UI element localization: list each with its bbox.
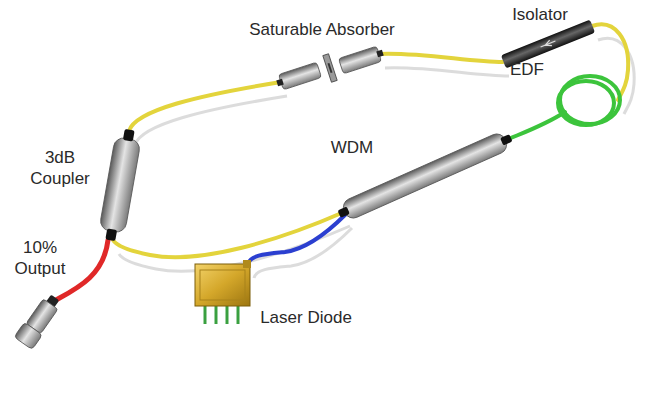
absorber-plate bbox=[323, 54, 337, 82]
part-label: EDF bbox=[510, 59, 544, 80]
part-label: Saturable Absorber bbox=[249, 19, 395, 40]
edf-coil bbox=[506, 76, 620, 140]
part-label: 3dB Coupler bbox=[25, 147, 95, 190]
fiber-connector bbox=[339, 45, 386, 74]
part-label: WDM bbox=[331, 137, 373, 158]
laser-diode-package bbox=[195, 260, 251, 324]
part-label: 10% Output bbox=[5, 237, 75, 280]
part-label: Laser Diode bbox=[260, 307, 352, 328]
fiber-connector bbox=[275, 62, 322, 91]
coupler-body bbox=[97, 128, 142, 243]
output-connector bbox=[14, 291, 64, 349]
pump-fiber bbox=[248, 214, 346, 264]
fiber-shadow bbox=[119, 38, 634, 278]
part-label: Isolator bbox=[512, 4, 568, 25]
fiber bbox=[113, 24, 628, 257]
